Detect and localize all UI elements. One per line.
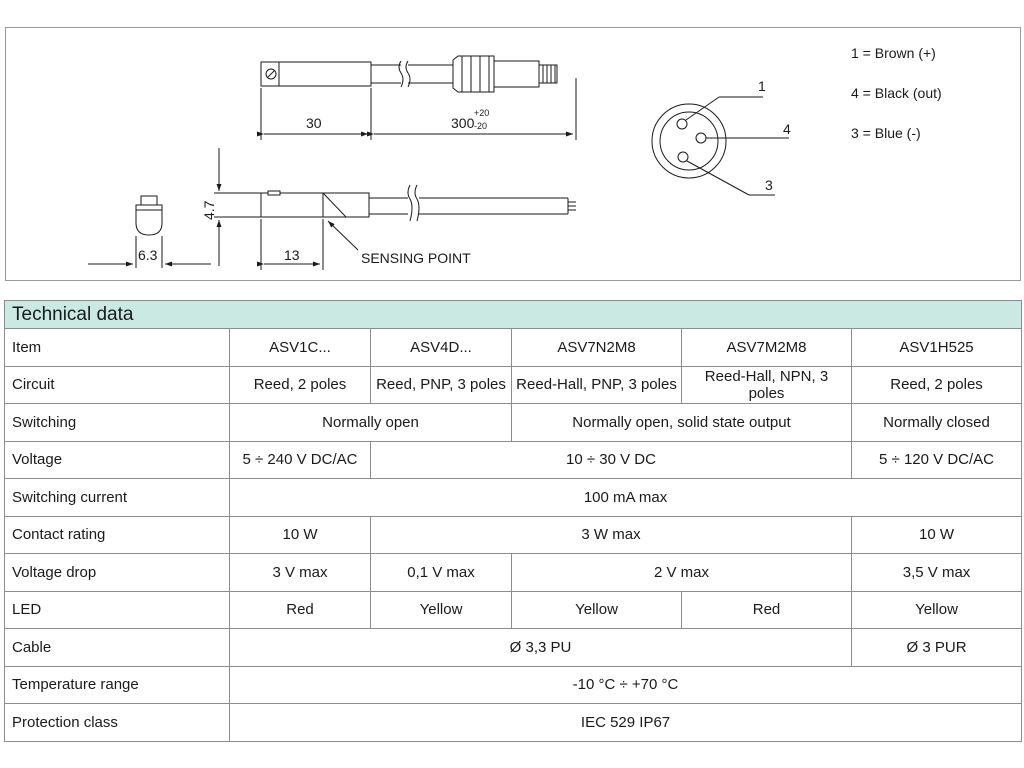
legend-item: 3 = Blue (-) <box>851 125 921 141</box>
table-cell: 10 ÷ 30 V DC <box>370 440 852 479</box>
table-cell: Red <box>681 590 852 629</box>
sensor-side-view <box>260 184 576 222</box>
table-cell: Ø 3,3 PU <box>229 628 852 667</box>
pin-1-label: 1 <box>758 78 766 94</box>
table-cell: 3,5 V max <box>850 553 1023 592</box>
table-row: Switching Normally open Normally open, s… <box>4 403 1023 442</box>
dim-width-label: 6.3 <box>138 247 158 263</box>
row-label: LED <box>4 590 230 629</box>
table-header-row: Technical data <box>3 300 1023 329</box>
table-cell: Ø 3 PUR <box>850 628 1023 667</box>
table-cell: -10 °C ÷ +70 °C <box>228 665 1023 704</box>
dim-cable-tol-upper: +20 <box>474 108 489 118</box>
table-row: Voltage drop 3 V max 0,1 V max 2 V max 3… <box>4 553 1023 592</box>
table-cell: 100 mA max <box>228 478 1023 517</box>
connector-face <box>651 96 789 196</box>
dim-cable-label: 300 <box>451 115 475 131</box>
legend-item: 1 = Brown (+) <box>851 45 936 61</box>
table-cell: Reed-Hall, NPN, 3 poles <box>681 365 852 404</box>
table-cell: 5 ÷ 120 V DC/AC <box>850 440 1023 479</box>
dimension-offset <box>257 219 359 270</box>
sensing-point-label: SENSING POINT <box>361 250 471 266</box>
row-label: Item <box>4 328 230 367</box>
row-label: Voltage <box>4 440 230 479</box>
technical-data-table: Technical data Item ASV1C... ASV4D... AS… <box>3 300 1023 742</box>
table-cell: Reed, 2 poles <box>850 365 1023 404</box>
table-cell: ASV7N2M8 <box>511 328 682 367</box>
technical-drawing: 30 300 +20 -20 4.7 6.3 13 SENSING POINT … <box>5 27 1021 281</box>
table-cell: 3 V max <box>229 553 371 592</box>
table-cell: Reed, PNP, 3 poles <box>370 365 512 404</box>
dim-offset-label: 13 <box>284 247 300 263</box>
table-row: Protection class IEC 529 IP67 <box>4 703 1023 742</box>
table-row: Cable Ø 3,3 PU Ø 3 PUR <box>4 628 1023 667</box>
dimension-length <box>257 78 577 140</box>
sensor-top-view <box>260 55 558 93</box>
table-row: LED Red Yellow Yellow Red Yellow <box>4 590 1023 629</box>
row-label: Protection class <box>4 703 230 742</box>
row-label: Circuit <box>4 365 230 404</box>
row-label: Contact rating <box>4 515 230 554</box>
table-cell: 10 W <box>850 515 1023 554</box>
table-cell: Red <box>229 590 371 629</box>
table-row: Switching current 100 mA max <box>4 478 1023 517</box>
table-row: Contact rating 10 W 3 W max 10 W <box>4 515 1023 554</box>
table-cell: ASV1C... <box>229 328 371 367</box>
table-row: Voltage 5 ÷ 240 V DC/AC 10 ÷ 30 V DC 5 ÷… <box>4 440 1023 479</box>
pin-4-label: 4 <box>783 121 791 137</box>
table-cell: ASV7M2M8 <box>681 328 852 367</box>
dim-cable-tol-lower: -20 <box>474 121 487 131</box>
table-row: Circuit Reed, 2 poles Reed, PNP, 3 poles… <box>4 365 1023 404</box>
table-row: Item ASV1C... ASV4D... ASV7N2M8 ASV7M2M8… <box>4 328 1023 367</box>
table-row: Temperature range -10 °C ÷ +70 °C <box>4 665 1023 704</box>
table-cell: 3 W max <box>370 515 852 554</box>
table-cell: ASV4D... <box>370 328 512 367</box>
table-cell: Reed, 2 poles <box>229 365 371 404</box>
table-cell: Normally closed <box>850 403 1023 442</box>
row-label: Voltage drop <box>4 553 230 592</box>
table-cell: Normally open <box>229 403 512 442</box>
row-label: Temperature range <box>4 665 230 704</box>
row-label: Cable <box>4 628 230 667</box>
row-label: Switching current <box>4 478 230 517</box>
drawing-svg: 30 300 +20 -20 4.7 6.3 13 SENSING POINT … <box>88 45 942 270</box>
table-cell: Normally open, solid state output <box>511 403 852 442</box>
sensor-cross-section <box>88 195 211 268</box>
dim-height-label: 4.7 <box>201 200 217 220</box>
legend-item: 4 = Black (out) <box>851 85 942 101</box>
table-cell: Yellow <box>370 590 512 629</box>
table-cell: IEC 529 IP67 <box>228 703 1023 742</box>
dimension-height <box>214 148 261 266</box>
table-cell: 0,1 V max <box>370 553 512 592</box>
table-cell: Reed-Hall, PNP, 3 poles <box>511 365 682 404</box>
pin-3-label: 3 <box>765 177 773 193</box>
table-cell: ASV1H525 <box>850 328 1023 367</box>
table-cell: 2 V max <box>511 553 852 592</box>
table-title: Technical data <box>3 300 1023 329</box>
table-cell: Yellow <box>850 590 1023 629</box>
table-cell: 5 ÷ 240 V DC/AC <box>229 440 371 479</box>
table-cell: 10 W <box>229 515 371 554</box>
dim-length-label: 30 <box>306 115 322 131</box>
row-label: Switching <box>4 403 230 442</box>
table-cell: Yellow <box>511 590 682 629</box>
